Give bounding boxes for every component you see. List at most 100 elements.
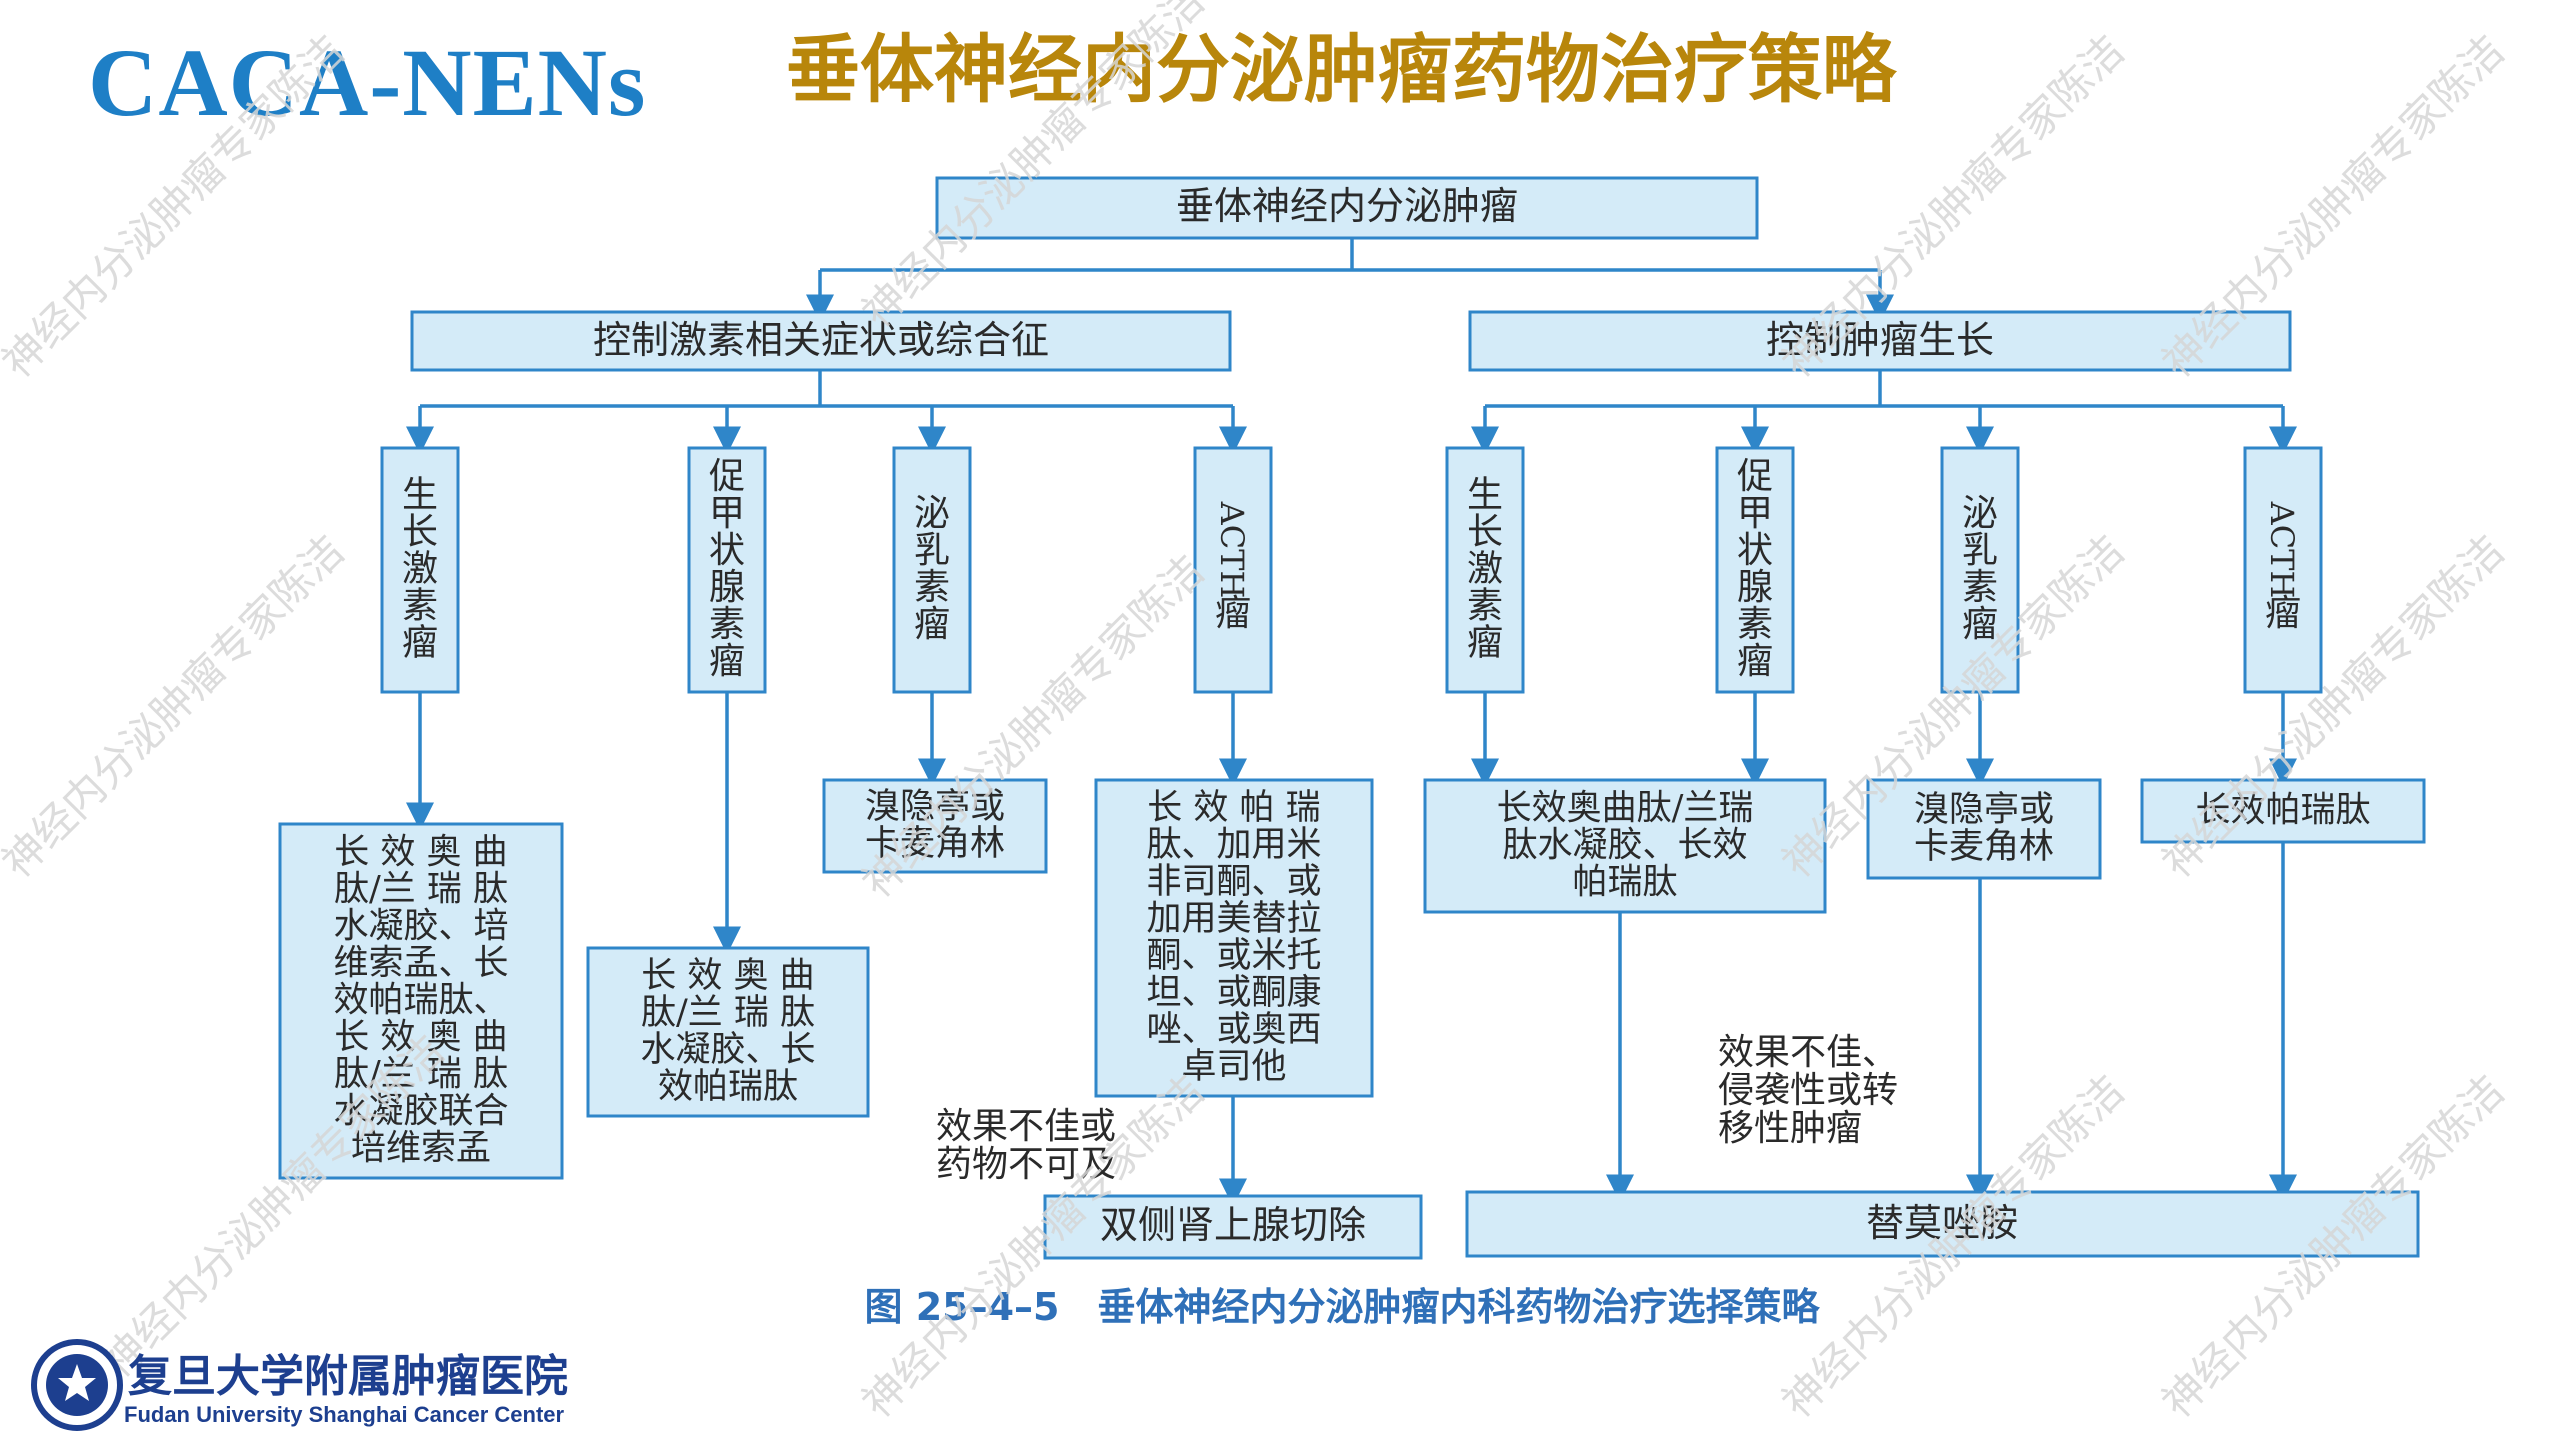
treatment-line: 酮、或米托 [1146,936,1321,976]
treatment-line: 效帕瑞肽 [658,1067,798,1107]
condition-note-line: 移性肿瘤 [1718,1108,1862,1149]
tumor-label-char: 腺 [709,567,745,608]
treatment-line: 唑、或奥西 [1146,1010,1321,1050]
condition-note-line: 药物不可及 [936,1144,1116,1185]
tumor-box [380,446,460,694]
branch-growth-box [1468,310,2292,372]
treatment-line: 卓司他 [1181,1047,1286,1087]
tumor-box [1193,446,1273,694]
watermark-text: 神经内分泌肿瘤专家陈洁 [2152,26,2513,387]
tumor-label-char: 状 [1737,530,1773,571]
watermark-text: 神经内分泌肿瘤专家陈洁 [852,0,1213,337]
tumor-label-char: 激 [402,549,438,590]
treatment-line: 长效奥曲肽/兰瑞 [1497,789,1754,829]
treatment-row: 长 效 奥 曲肽/兰 瑞 肽水凝胶、培维索孟、长效帕瑞肽、长 效 奥 曲肽/兰 … [278,778,2426,1180]
tumor-label-char: 瘤 [1215,593,1251,634]
tumor-label-char: 乳 [1962,530,1998,571]
tumor-label-char: 长 [402,512,438,553]
tumor-label-char: 素 [1737,604,1773,645]
treatment-line: 培维索孟 [351,1129,491,1169]
treatment-line: 帕瑞肽 [1572,863,1677,903]
tumor-label-char: 素 [709,604,745,645]
fudan-cancer-center-emblem-icon [31,1339,123,1431]
treatment-line: 肽/兰 瑞 肽 [641,993,815,1033]
tumor-label-char: 瘤 [2265,593,2301,634]
treatment-line: 溴隐亭或 [865,787,1005,827]
tumor-label-char: 甲 [1737,493,1773,534]
tumor-label-char: 激 [1467,549,1503,590]
tumor-label-char: 素 [1467,586,1503,627]
treatment-line: 肽水凝胶、长效 [1502,826,1747,866]
treatment-line: 长 效 奥 曲 [641,956,814,996]
figure-caption: 图 25–4–5 垂体神经内分泌肿瘤内科药物治疗选择策略 [865,1285,1821,1329]
watermark-text: 神经内分泌肿瘤专家陈洁 [92,1026,453,1387]
treatment-line: 长效帕瑞肽 [2195,791,2370,831]
treatment-box [278,822,564,1180]
treatment-line: 肽/兰 瑞 肽 [334,870,508,910]
condition-note-line: 侵袭性或转 [1718,1070,1898,1111]
tumor-label-char: 瘤 [914,604,950,645]
tumor-label-char: 促 [1737,456,1773,497]
tumor-label-char: 长 [1467,512,1503,553]
treatment-line: 维索孟、长 [333,944,508,984]
tumor-box [1715,446,1795,694]
tumor-label-char: 素 [402,586,438,627]
tumor-label-char: 乳 [914,530,950,571]
tumor-label-char: 促 [709,456,745,497]
tumor-label-char: 泌 [914,493,950,534]
final-temozolomide-label: 替莫唑胺 [1866,1201,2018,1245]
final-adrenalectomy-label: 双侧肾上腺切除 [1100,1203,1366,1247]
tumor-box [687,446,767,694]
treatment-line: 卡麦角林 [865,824,1005,864]
tumor-label-char: 生 [402,475,438,516]
treatment-line: 水凝胶联合 [333,1092,508,1132]
tumor-label-char: 瘤 [709,641,745,682]
hospital-name-en: Fudan University Shanghai Cancer Center [124,1402,565,1427]
root-label: 垂体神经内分泌肿瘤 [1176,184,1518,228]
final-temozolomide-box [1465,1190,2420,1258]
tumor-label-char: 瘤 [1467,623,1503,664]
tumor-label-char: 瘤 [1962,604,1998,645]
tumor-label-char: 泌 [1962,493,1998,534]
treatment-line: 非司酮、或 [1146,862,1321,902]
treatment-box [1094,778,1374,1098]
treatment-box [2140,778,2426,844]
treatment-line: 长 效 奥 曲 [334,833,507,873]
treatment-box [1866,778,2102,880]
tumor-label-char: 状 [709,530,745,571]
treatment-line: 肽、加用米 [1146,825,1321,865]
tumor-label-char: 瘤 [1737,641,1773,682]
treatment-box [822,778,1048,874]
connectors [406,238,2297,1207]
treatment-box [586,946,870,1118]
condition-note-line: 效果不佳、 [1718,1032,1898,1073]
treatment-line: 溴隐亭或 [1914,790,2054,830]
treatment-line: 坦、或酮康 [1146,973,1321,1013]
treatment-line: 水凝胶、长 [640,1030,815,1070]
tumor-label-char: 瘤 [402,623,438,664]
condition-note-line: 效果不佳或 [936,1106,1116,1147]
brand-title: CACA-NENs [88,29,647,136]
final-adrenalectomy-box [1043,1194,1423,1260]
branch-hormone-box [410,310,1232,372]
tumor-box [892,446,972,694]
hospital-name-cn: 复旦大学附属肿瘤医院 [128,1351,568,1402]
branch-hormone-label: 控制激素相关症状或综合征 [593,318,1049,362]
tumor-box [1445,446,1525,694]
treatment-line: 水凝胶、培 [333,907,508,947]
tumor-label-char: 腺 [1737,567,1773,608]
treatment-line: 长 效 帕 瑞 [1147,788,1320,828]
branch-growth-label: 控制肿瘤生长 [1766,318,1994,362]
treatment-line: 肽/兰 瑞 肽 [334,1055,508,1095]
tumor-label-char: 甲 [709,493,745,534]
tumor-label-char: 生 [1467,475,1503,516]
treatment-line: 效帕瑞肽、 [333,981,508,1021]
tumor-label-char: 素 [1962,567,1998,608]
watermark-text: 神经内分泌肿瘤专家陈洁 [0,26,354,387]
treatment-line: 卡麦角林 [1914,827,2054,867]
treatment-line: 长 效 奥 曲 [334,1018,507,1058]
treatment-box [1423,778,1827,914]
tumor-label-char: 素 [914,567,950,608]
